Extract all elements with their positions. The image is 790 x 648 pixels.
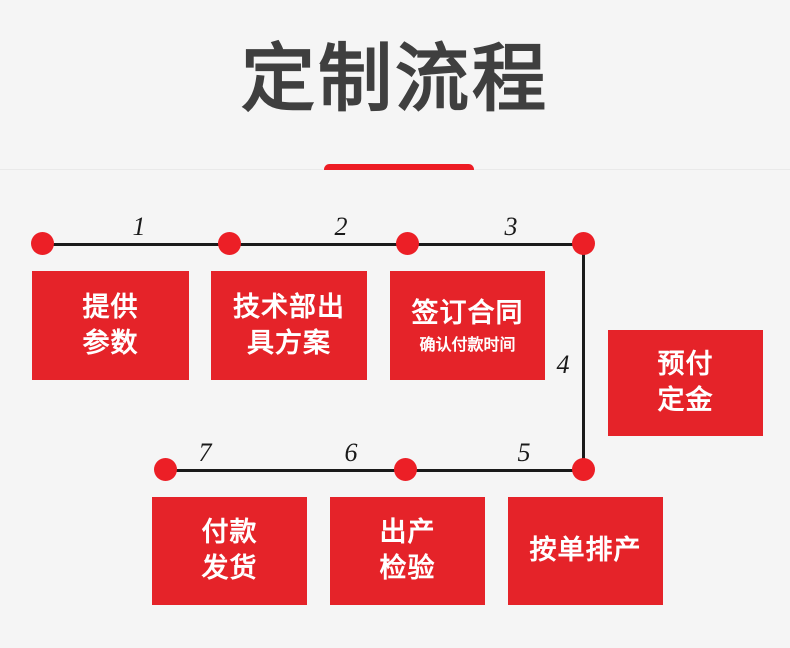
node-dot-3 xyxy=(396,232,419,255)
step-number-7: 7 xyxy=(198,438,212,467)
step-box-4-label: 预付 定金 xyxy=(657,349,714,416)
connector-line-right-vertical xyxy=(582,243,585,471)
step-box-6-label: 出产 检验 xyxy=(379,517,436,584)
step-number-4: 4 xyxy=(556,350,570,379)
step-box-3-label: 签订合同 xyxy=(411,297,524,329)
node-dot-5 xyxy=(572,458,595,481)
node-dot-6 xyxy=(394,458,417,481)
page-title: 定制流程 xyxy=(241,36,549,122)
title-underline-accent xyxy=(324,164,474,175)
step-box-3[interactable]: 签订合同 确认付款时间 xyxy=(390,271,545,380)
step-number-6: 6 xyxy=(344,438,358,467)
step-number-1: 1 xyxy=(132,212,146,241)
step-box-3-sublabel: 确认付款时间 xyxy=(419,334,516,354)
step-box-1[interactable]: 提供 参数 xyxy=(32,271,189,380)
step-box-5-label: 按单排产 xyxy=(529,535,642,566)
step-box-6[interactable]: 出产 检验 xyxy=(330,497,485,605)
step-box-4[interactable]: 预付 定金 xyxy=(608,330,763,436)
step-number-3: 3 xyxy=(504,212,518,241)
step-box-7[interactable]: 付款 发货 xyxy=(152,497,307,605)
step-box-5[interactable]: 按单排产 xyxy=(508,497,663,605)
node-dot-2 xyxy=(218,232,241,255)
step-number-2: 2 xyxy=(334,212,348,241)
step-box-2-label: 技术部出 具方案 xyxy=(233,291,345,359)
step-box-7-label: 付款 发货 xyxy=(201,517,258,584)
node-dot-7 xyxy=(154,458,177,481)
step-box-2[interactable]: 技术部出 具方案 xyxy=(211,271,367,380)
connector-line-bottom-row xyxy=(165,469,585,472)
node-dot-4 xyxy=(572,232,595,255)
flow-diagram: 1 2 3 4 5 6 7 提供 参数 技术部出 具方案 签订合同 确认付款时间… xyxy=(0,170,790,648)
step-number-5: 5 xyxy=(517,438,531,467)
header: 定制流程 xyxy=(0,0,790,175)
connector-line-top-row xyxy=(48,243,593,246)
step-box-1-label: 提供 参数 xyxy=(82,291,139,359)
node-dot-1 xyxy=(31,232,54,255)
